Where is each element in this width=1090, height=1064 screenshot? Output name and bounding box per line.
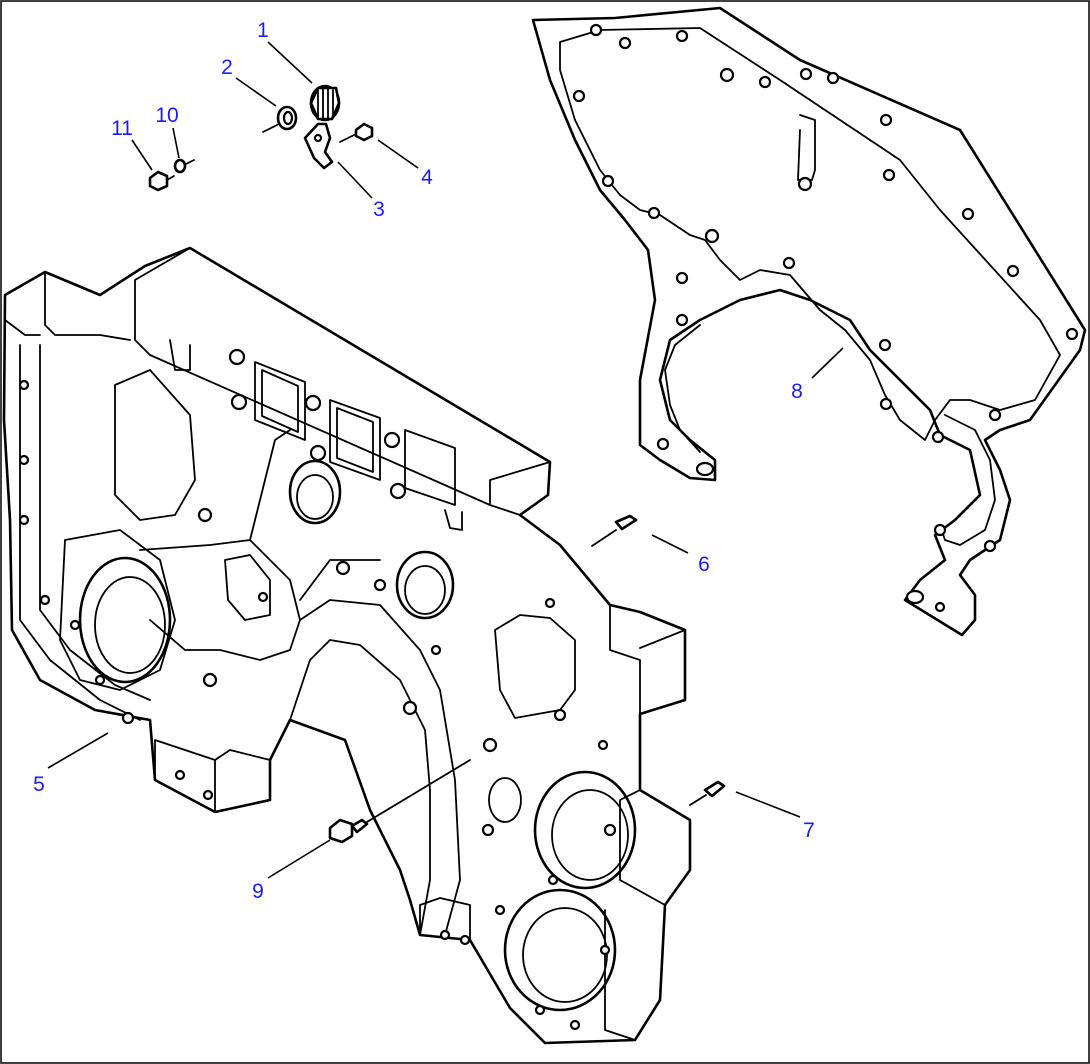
callout-5: 5 <box>33 773 45 796</box>
callout-7: 7 <box>803 819 815 842</box>
callout-1: 1 <box>257 19 269 42</box>
callout-2: 2 <box>221 56 233 79</box>
bolt-part-11[interactable] <box>148 170 175 192</box>
dowel-pin-part-6[interactable] <box>591 514 638 547</box>
front-cover-part-5[interactable] <box>2 246 692 1045</box>
callout-3: 3 <box>373 198 385 221</box>
seal-ring-part-2[interactable] <box>262 105 298 133</box>
bolt-part-9[interactable] <box>328 759 471 844</box>
callout-10: 10 <box>155 104 178 127</box>
leader-lines <box>47 41 844 879</box>
callout-6: 6 <box>698 553 710 576</box>
bolt-part-4[interactable] <box>339 122 374 143</box>
bracket-part-3[interactable] <box>303 122 334 170</box>
plug-part-1[interactable] <box>309 84 341 122</box>
callout-8: 8 <box>791 380 803 403</box>
callout-labels: 1 2 3 4 5 6 7 8 9 10 11 <box>33 19 815 903</box>
dowel-pin-part-7[interactable] <box>689 780 726 806</box>
gasket-part-8[interactable] <box>531 6 1087 637</box>
callout-11: 11 <box>111 117 133 140</box>
callout-9: 9 <box>252 880 264 903</box>
washer-part-10[interactable] <box>173 158 195 174</box>
callout-4: 4 <box>421 166 433 189</box>
